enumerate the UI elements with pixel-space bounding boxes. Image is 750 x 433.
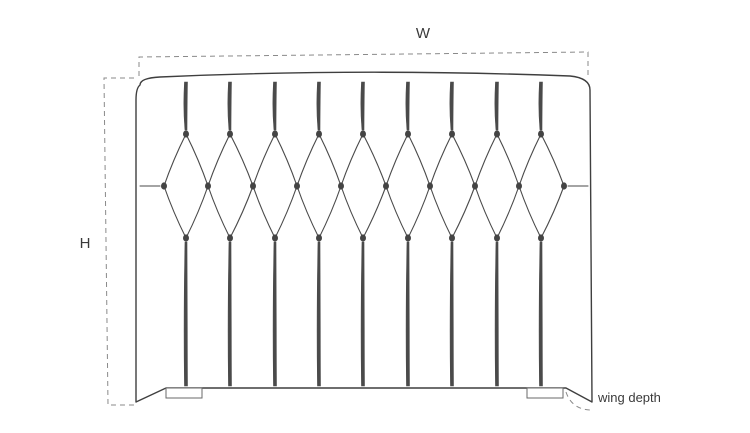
diamond-pleat: [185, 185, 209, 239]
tuft-button: [227, 130, 233, 138]
height-dimension: H: [80, 77, 138, 406]
diamond-pleat: [274, 133, 298, 187]
tufting-buttons: [161, 130, 567, 242]
top-pleat: [494, 81, 499, 131]
diamond-pleat: [340, 133, 364, 187]
diamond-pleat: [163, 185, 187, 239]
diamond-pleat: [318, 133, 342, 187]
top-pleat: [405, 81, 410, 131]
tufting-pleats: [139, 81, 589, 387]
diamond-pleat: [362, 185, 387, 239]
bottom-pleat: [494, 241, 499, 387]
diamond-pleat: [296, 185, 320, 239]
diamond-pleat: [496, 185, 520, 239]
tuft-button: [183, 130, 189, 138]
diamond-pleat: [185, 133, 209, 187]
wing-depth-dimension: wing depth: [565, 390, 661, 411]
tuft-button: [272, 234, 278, 242]
right-foot: [526, 387, 564, 399]
diamond-pleat: [385, 133, 409, 187]
bottom-pleat: [360, 241, 365, 387]
tuft-button: [227, 234, 233, 242]
tuft-button: [405, 130, 411, 138]
diamond-pleat: [385, 185, 409, 239]
diamond-pleat: [451, 133, 476, 187]
tuft-button: [338, 182, 344, 190]
diamond-pleat: [474, 185, 498, 239]
tuft-button: [538, 234, 544, 242]
bottom-pleat: [272, 241, 277, 387]
diamond-pleat: [407, 185, 431, 239]
tuft-button: [449, 130, 455, 138]
top-pleat: [449, 81, 454, 131]
diamond-pleat: [474, 133, 498, 187]
diamond-pleat: [518, 185, 542, 239]
bottom-pleat: [183, 241, 188, 387]
tuft-button: [161, 182, 167, 190]
height-label: H: [80, 235, 91, 252]
diamond-pleat: [252, 133, 276, 187]
diamond-pleat: [540, 133, 565, 187]
diamond-pleat: [252, 185, 276, 239]
diamond-pleat: [540, 185, 565, 239]
tuft-button: [538, 130, 544, 138]
tuft-button: [383, 182, 389, 190]
tuft-button: [272, 130, 278, 138]
tuft-button: [360, 234, 366, 242]
tuft-button: [494, 234, 500, 242]
top-pleat: [183, 81, 188, 131]
tuft-button: [516, 182, 522, 190]
tuft-button: [405, 234, 411, 242]
diamond-pleat: [362, 133, 387, 187]
bottom-pleat: [316, 241, 321, 387]
tuft-button: [316, 234, 322, 242]
diamond-pleat: [340, 185, 364, 239]
diamond-pleat: [274, 185, 298, 239]
bottom-pleat: [405, 241, 410, 387]
left-foot: [165, 387, 203, 399]
tuft-button: [360, 130, 366, 138]
tuft-button: [183, 234, 189, 242]
diamond-pleat: [496, 133, 520, 187]
top-pleat: [360, 81, 365, 131]
diamond-pleat: [163, 133, 187, 187]
top-pleat: [227, 81, 232, 131]
diamond-pleat: [207, 133, 231, 187]
diamond-pleat: [407, 133, 431, 187]
tuft-button: [561, 182, 567, 190]
diamond-pleat: [518, 133, 542, 187]
diamond-pleat: [229, 133, 254, 187]
diamond-pleat: [296, 133, 320, 187]
diamond-pleat: [429, 185, 453, 239]
tuft-button: [294, 182, 300, 190]
tuft-button: [449, 234, 455, 242]
top-pleat: [316, 81, 321, 131]
diamond-pleat: [318, 185, 342, 239]
wing-depth-label: wing depth: [597, 390, 661, 405]
tuft-button: [427, 182, 433, 190]
top-pleat: [272, 81, 277, 131]
tuft-button: [472, 182, 478, 190]
diamond-pleat: [207, 185, 231, 239]
width-dimension: W: [138, 25, 589, 78]
width-label: W: [416, 25, 431, 42]
tuft-button: [494, 130, 500, 138]
bottom-pleat: [227, 241, 232, 387]
bottom-pleat: [449, 241, 454, 387]
diamond-pleat: [229, 185, 254, 239]
tuft-button: [316, 130, 322, 138]
top-pleat: [538, 81, 543, 131]
tuft-button: [205, 182, 211, 190]
diamond-pleat: [451, 185, 476, 239]
tuft-button: [250, 182, 256, 190]
bottom-pleat: [538, 241, 543, 387]
diamond-pleat: [429, 133, 453, 187]
